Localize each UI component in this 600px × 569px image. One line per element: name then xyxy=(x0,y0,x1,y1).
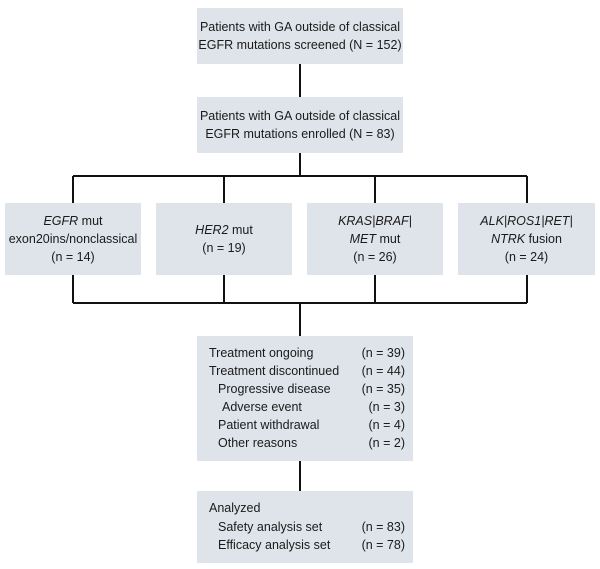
enrolled-line1: Patients with GA outside of classical xyxy=(199,109,401,123)
analyzed-title: Analyzed xyxy=(209,501,261,515)
arm-her2-count: (n = 19) xyxy=(202,241,246,255)
enrolled-box: Patients with GA outside of classical EG… xyxy=(197,97,403,153)
progressive-disease-label: Progressive disease xyxy=(218,382,331,396)
arm-her2-suffix: mut xyxy=(228,223,253,237)
arm-her2-box: HER2 mut (n = 19) xyxy=(156,203,292,275)
adverse-event-label: Adverse event xyxy=(222,400,302,414)
arm-alk-line2-gene: NTRK xyxy=(491,232,526,246)
efficacy-set-label: Efficacy analysis set xyxy=(218,538,331,552)
patient-withdrawal-count: (n = 4) xyxy=(368,418,405,432)
enrolled-line2: EGFR mutations enrolled (N = 83) xyxy=(205,127,395,141)
arm-egfr-suffix: mut xyxy=(78,214,103,228)
treatment-ongoing-count: (n = 39) xyxy=(361,346,405,360)
treatment-discontinued-count: (n = 44) xyxy=(361,364,405,378)
patient-withdrawal-label: Patient withdrawal xyxy=(218,418,320,432)
arm-egfr-box: EGFR mut exon20ins/nonclassical (n = 14) xyxy=(5,203,141,275)
efficacy-set-count: (n = 78) xyxy=(361,538,405,552)
adverse-event-count: (n = 3) xyxy=(368,400,405,414)
arm-alk-box: ALK|ROS1|RET| NTRK fusion (n = 24) xyxy=(458,203,595,275)
treatment-box: Treatment ongoing (n = 39) Treatment dis… xyxy=(197,336,413,461)
arm-her2-gene: HER2 xyxy=(195,223,229,237)
safety-set-label: Safety analysis set xyxy=(218,520,323,534)
arm-egfr-count: (n = 14) xyxy=(51,250,95,264)
screened-line2: EGFR mutations screened (N = 152) xyxy=(198,38,402,52)
arm-kras-gene: KRAS|BRAF| xyxy=(338,214,412,228)
arm-alk-gene: ALK|ROS1|RET| xyxy=(480,214,573,228)
arm-kras-line2-suffix: mut xyxy=(376,232,401,246)
safety-set-count: (n = 83) xyxy=(361,520,405,534)
arm-egfr-line2: exon20ins/nonclassical xyxy=(8,232,138,246)
arm-alk-count: (n = 24) xyxy=(504,250,549,264)
other-reasons-count: (n = 2) xyxy=(368,436,405,450)
analyzed-box: Analyzed Safety analysis set (n = 83) Ef… xyxy=(197,491,413,563)
screened-line1: Patients with GA outside of classical xyxy=(199,20,401,34)
arm-kras-box: KRAS|BRAF| MET mut (n = 26) xyxy=(307,203,443,275)
treatment-ongoing-label: Treatment ongoing xyxy=(209,346,314,360)
arm-kras-count: (n = 26) xyxy=(353,250,397,264)
other-reasons-label: Other reasons xyxy=(218,436,298,450)
screened-box: Patients with GA outside of classical EG… xyxy=(197,8,403,64)
arm-kras-line2-gene: MET xyxy=(349,232,377,246)
treatment-discontinued-label: Treatment discontinued xyxy=(209,364,340,378)
arm-alk-line2-suffix: fusion xyxy=(525,232,562,246)
progressive-disease-count: (n = 35) xyxy=(361,382,405,396)
arm-egfr-gene: EGFR xyxy=(43,214,79,228)
